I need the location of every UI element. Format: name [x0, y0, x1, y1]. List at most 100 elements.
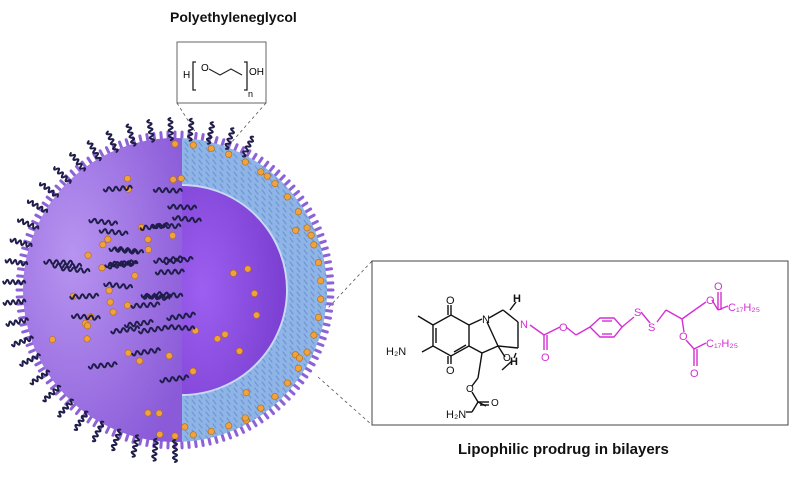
lipid-dot: [190, 142, 196, 148]
lipid-dot: [243, 390, 249, 396]
atom-carbamate-o-double: O: [541, 352, 550, 364]
prodrug-title: Lipophilic prodrug in bilayers: [458, 441, 669, 458]
atom-n-ring: N: [482, 314, 490, 326]
lipid-dot: [99, 265, 105, 271]
lipid-dot: [172, 433, 178, 439]
lipid-tail: [255, 418, 258, 422]
lipid-dot: [190, 368, 196, 374]
peg-n-subscript: n: [248, 89, 253, 99]
lipid-dot: [222, 331, 228, 337]
atom-o-side-double: O: [491, 398, 499, 409]
lipid-dot: [284, 380, 290, 386]
lipid-dot: [258, 405, 264, 411]
atom-o-ester2: O: [679, 331, 688, 343]
lipid-dot: [318, 296, 324, 302]
lipid-dot: [107, 299, 113, 305]
peg-chain: [4, 299, 26, 304]
lipid-dot: [182, 424, 188, 430]
atom-s1: S: [634, 307, 641, 319]
atom-n-aziridine: N: [520, 319, 528, 331]
lipid-dot: [84, 336, 90, 342]
lipid-dot: [125, 350, 131, 356]
lipid-dot: [106, 287, 112, 293]
lipid-dot: [318, 278, 324, 284]
lipid-dot: [226, 151, 232, 157]
prodrug-connector-bottom: [318, 377, 372, 425]
lipid-dot: [264, 173, 270, 179]
lipid-dot: [226, 423, 232, 429]
lipid-dot: [230, 270, 236, 276]
lipid-dot: [49, 336, 55, 342]
lipid-dot: [84, 323, 90, 329]
atom-carbamate-o: O: [559, 322, 568, 334]
atom-o-ester2-double: O: [690, 368, 699, 380]
peg-connector-right: [230, 103, 266, 144]
lipid-dot: [136, 358, 142, 364]
atom-o-ester1: O: [706, 295, 715, 307]
lipid-dot: [157, 431, 163, 437]
lipid-dot: [145, 246, 151, 252]
lipid-dot: [214, 336, 220, 342]
lipid-dot: [192, 328, 198, 334]
lipid-dot: [272, 393, 278, 399]
peg-chain: [3, 280, 25, 285]
lipid-dot: [272, 180, 278, 186]
lipid-dot: [308, 232, 314, 238]
lipid-dot: [166, 353, 172, 359]
peg-o-atom: O: [201, 63, 209, 74]
lipid-dot: [190, 432, 196, 438]
lipid-dot: [145, 410, 151, 416]
atom-o-side: O: [466, 384, 474, 395]
atom-nh2-bottom: H₂N: [446, 409, 466, 421]
peg-h-atom: H: [183, 70, 190, 81]
lipid-dot: [311, 242, 317, 248]
acyl-chain-1: C₁₇H₂₅: [728, 302, 760, 314]
lipid-dot: [105, 236, 111, 242]
lipid-dot: [258, 169, 264, 175]
atom-o-methoxy: O: [503, 353, 511, 364]
peg-chain: [168, 118, 173, 140]
lipid-dot: [292, 227, 298, 233]
lipid-dot: [245, 266, 251, 272]
lipid-dot: [295, 209, 301, 215]
lipid-dot: [170, 176, 176, 182]
lipid-dot: [242, 159, 248, 165]
peg-title: Polyethyleneglycol: [170, 9, 297, 25]
liposome-surface: [0, 120, 182, 460]
lipid-dot: [178, 175, 184, 181]
atom-h-bottom: H: [510, 356, 518, 368]
lipid-tail: [304, 370, 307, 374]
prodrug-structure-box: O O N H H O H₂N O O H₂N: [372, 261, 788, 425]
atom-nh2-left: H₂N: [386, 346, 406, 358]
lipid-dot: [304, 349, 310, 355]
lipid-dot: [242, 415, 248, 421]
lipid-dot: [156, 410, 162, 416]
lipid-dot: [110, 309, 116, 315]
atom-h-top: H: [513, 293, 521, 305]
atom-o-top: O: [446, 295, 455, 307]
peg-chain: [188, 119, 193, 141]
atom-s2: S: [648, 322, 655, 334]
acyl-chain-2: C₁₇H₂₅: [706, 338, 738, 350]
liposome: [0, 118, 362, 462]
lipid-dot: [124, 302, 130, 308]
peg-structure-box: H O OH n: [177, 42, 266, 103]
lipid-dot: [208, 145, 214, 151]
atom-o-bottom: O: [446, 365, 455, 377]
lipid-dot: [145, 236, 151, 242]
lipid-dot: [284, 194, 290, 200]
lipid-dot: [100, 241, 106, 247]
lipid-dot: [251, 290, 257, 296]
lipid-dot: [315, 259, 321, 265]
lipid-dot: [295, 365, 301, 371]
atom-o-ester1-double: O: [714, 281, 723, 293]
lipid-dot: [132, 272, 138, 278]
lipid-dot: [296, 355, 302, 361]
lipid-dot: [208, 428, 214, 434]
lipid-dot: [236, 348, 242, 354]
lipid-dot: [85, 252, 91, 258]
lipid-dot: [169, 232, 175, 238]
lipid-dot: [253, 312, 259, 318]
